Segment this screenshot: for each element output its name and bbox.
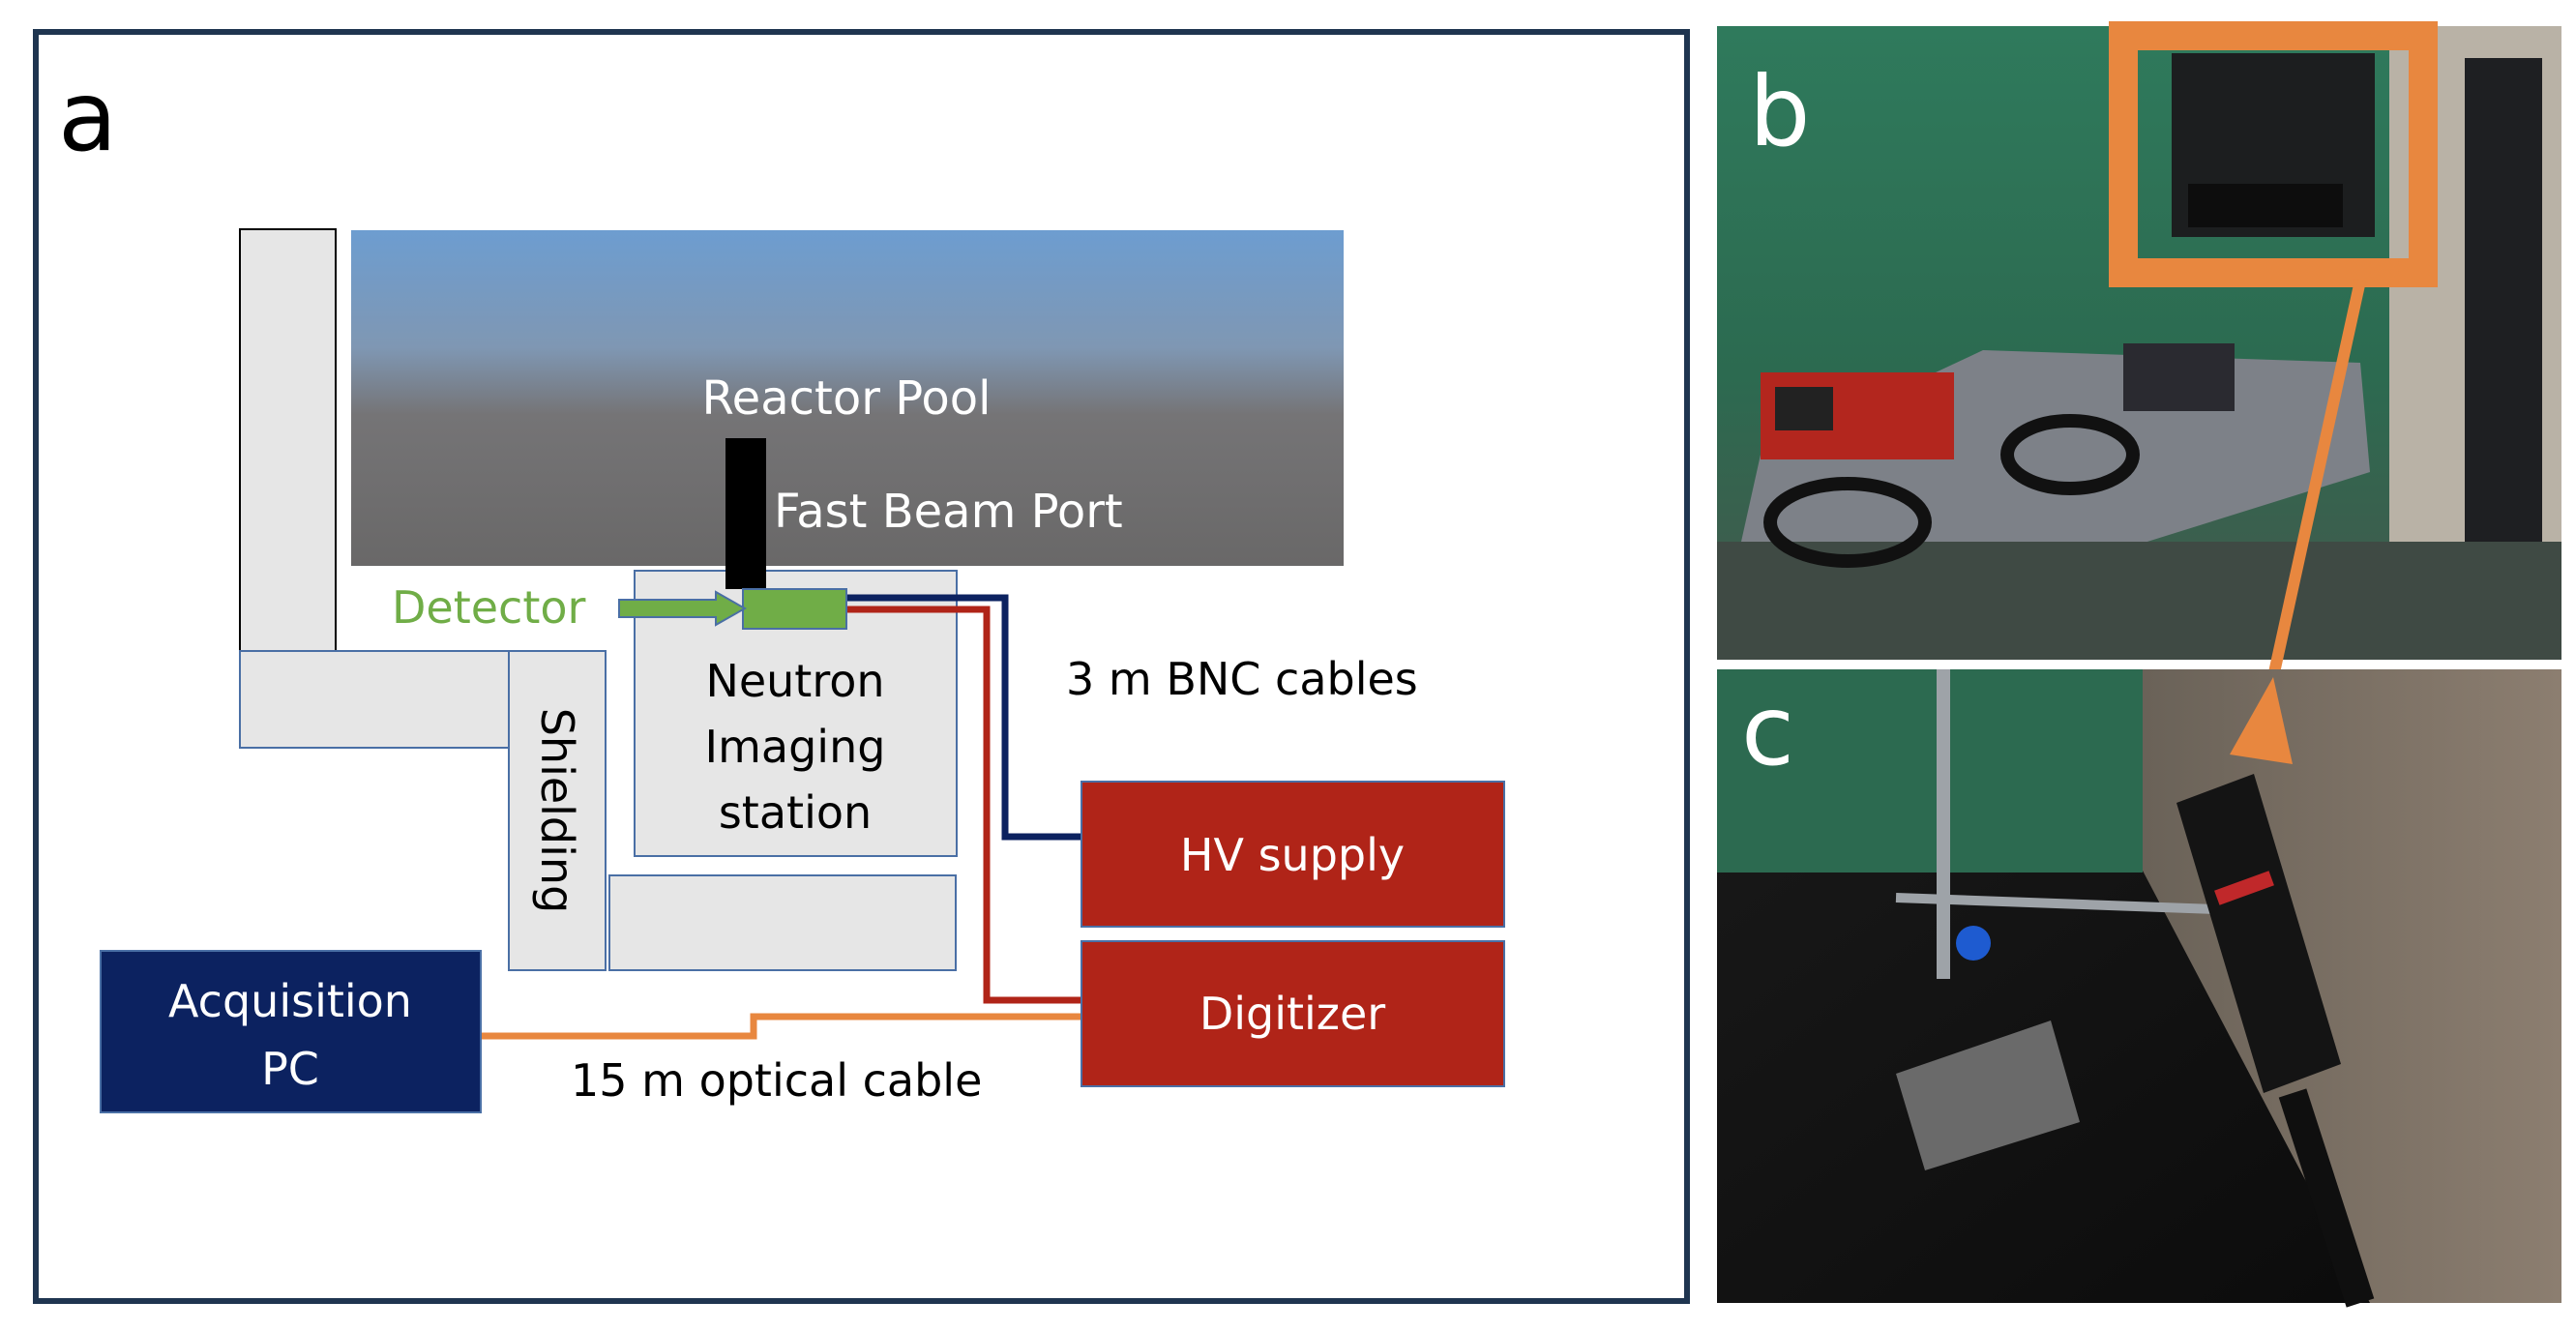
panel-b-letter: b xyxy=(1749,55,1810,168)
reactor-pool xyxy=(351,230,1344,566)
hv-supply-label: HV supply xyxy=(1180,829,1405,881)
cable-coil-1 xyxy=(1763,477,1932,568)
detector xyxy=(742,588,847,630)
shielding-block-top xyxy=(239,650,510,749)
digitizer-label: Digitizer xyxy=(1199,988,1385,1040)
reactor-pool-label: Reactor Pool xyxy=(701,371,991,426)
station-label-line1: Neutron xyxy=(705,655,884,707)
lead-brick xyxy=(1896,1020,2080,1170)
clamp-arm xyxy=(1895,893,2216,914)
cable-coil-2 xyxy=(2000,414,2140,495)
concrete-wall xyxy=(239,228,337,652)
hv-display xyxy=(1775,387,1833,430)
acquisition-pc xyxy=(100,950,482,1113)
detector-cylinder xyxy=(2176,774,2341,1093)
pc-label-line1: Acquisition xyxy=(168,975,412,1027)
bnc-cable-digitizer xyxy=(846,606,1081,1004)
digitizer-instrument xyxy=(2123,343,2235,411)
fast-beam-port xyxy=(725,438,766,589)
optical-cable-label: 15 m optical cable xyxy=(571,1054,982,1107)
optical-cable xyxy=(481,1013,1081,1040)
digitizer xyxy=(1081,940,1505,1087)
shielding-label: Shielding xyxy=(531,708,583,914)
shielding-block-bottom xyxy=(608,874,957,971)
green-shielding xyxy=(1717,669,2143,873)
panel-c-letter: c xyxy=(1741,674,1794,787)
hv-supply xyxy=(1081,781,1505,928)
highlight-box xyxy=(2109,21,2438,287)
highlight-arrow-line xyxy=(2267,279,2366,679)
clamp-red xyxy=(2214,871,2274,905)
bnc-cable-hv xyxy=(846,594,1081,841)
fast-beam-port-label: Fast Beam Port xyxy=(774,485,1123,539)
station-label-line2: Imaging xyxy=(705,721,886,773)
panel-a: a Reactor Pool Fast Beam Port Shielding … xyxy=(33,29,1690,1304)
panel-b-photo: b xyxy=(1717,21,2561,679)
panel-c-photo: c xyxy=(1717,669,2561,1308)
pc-label-line2: PC xyxy=(261,1043,319,1095)
clamp-knob xyxy=(1956,926,1991,961)
detector-cable xyxy=(2278,1088,2375,1308)
bnc-cables-label: 3 m BNC cables xyxy=(1066,653,1418,705)
shielding-block-vertical xyxy=(508,650,607,971)
stand-rod xyxy=(1937,669,1950,979)
panel-a-letter: a xyxy=(58,60,117,173)
station-label-line3: station xyxy=(719,786,872,839)
detector-arrow xyxy=(618,590,748,627)
detector-label: Detector xyxy=(392,581,586,634)
station-tray xyxy=(2188,184,2343,227)
highlight-arrow-head xyxy=(2230,677,2293,764)
